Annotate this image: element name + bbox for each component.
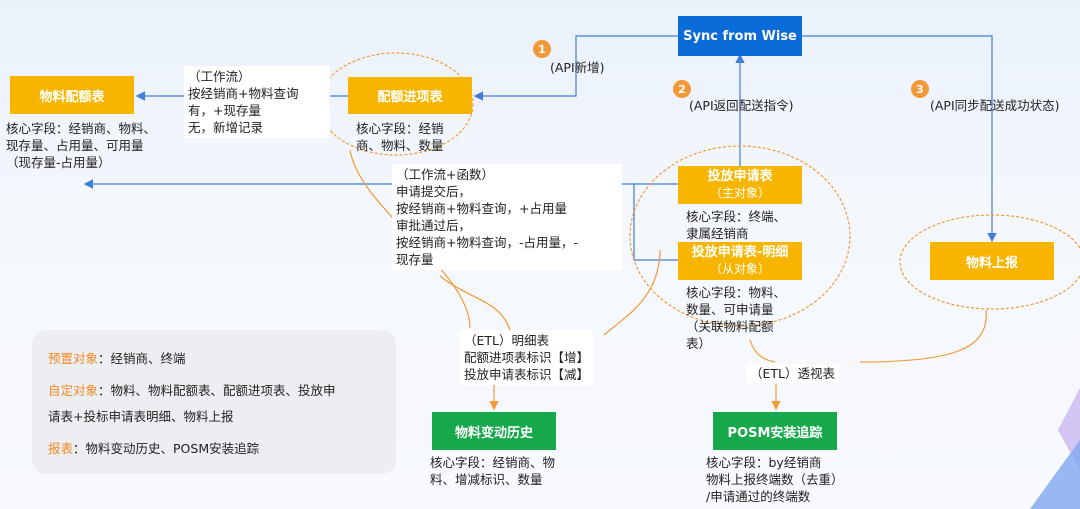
note-history-fields: 核心字段：经销商、物 料、增减标识、数量 bbox=[430, 455, 556, 487]
note-apply-fields: 核心字段：终端、 隶属经销商 bbox=[686, 209, 787, 241]
highlight-ellipse-apply bbox=[629, 145, 851, 327]
note-workflow2: （工作流+函数） 申请提交后， 按经销商+物料查询，+占用量 审批通过后， 按经… bbox=[392, 164, 622, 270]
node-apply-sub: （主对象） bbox=[709, 186, 770, 200]
corner-decoration bbox=[1030, 440, 1080, 509]
step-1-marker: 1 bbox=[533, 40, 551, 58]
node-report: 物料上报 bbox=[930, 242, 1054, 280]
curve-report-to-etl2 bbox=[859, 309, 987, 363]
node-posm: POSM安装追踪 bbox=[713, 412, 837, 450]
legend-panel: 预置对象：经销商、终端 自定对象：物料、物料配额表、配额进项表、投放申 请表+投… bbox=[32, 330, 396, 474]
step-1-label: (API新增) bbox=[550, 60, 605, 75]
arrow-apply-to-quota bbox=[633, 183, 678, 261]
legend-preset-key: 预置对象 bbox=[48, 351, 99, 366]
note-etl1: （ETL）明细表 配额进项表标识【增】 投放申请表标识【减】 bbox=[460, 330, 594, 385]
legend-report-value: ：物料变动历史、POSM安装追踪 bbox=[73, 441, 260, 456]
legend-custom: 自定对象：物料、物料配额表、配额进项表、投放申 bbox=[48, 380, 336, 402]
legend-preset: 预置对象：经销商、终端 bbox=[48, 348, 186, 370]
node-quota-progress: 配额进项表 bbox=[348, 77, 472, 114]
legend-custom-cont: 请表+投标申请表明细、物料上报 bbox=[48, 409, 234, 424]
node-history: 物料变动历史 bbox=[432, 412, 556, 450]
curve-detail-to-etl1 bbox=[603, 249, 661, 336]
curve-detail-to-etl2 bbox=[749, 339, 776, 363]
node-apply-title: 投放申请表 bbox=[707, 169, 773, 184]
step-2-marker: 2 bbox=[673, 80, 691, 98]
legend-custom-key: 自定对象 bbox=[48, 383, 99, 398]
note-detail-fields: 核心字段：物料、 数量、可申请量 （关联物料配额 表） bbox=[686, 285, 787, 351]
legend-preset-value: ：经销商、终端 bbox=[98, 351, 186, 366]
step-3-marker: 3 bbox=[911, 80, 929, 98]
legend-custom-value: ：物料、物料配额表、配额进项表、投放申 bbox=[98, 383, 336, 398]
node-detail-title: 投放申请表-明细 bbox=[691, 245, 789, 260]
node-quota-table: 物料配额表 bbox=[10, 76, 134, 114]
note-workflow1: （工作流） 按经销商+物料查询 有，+现存量 无，新增记录 bbox=[184, 66, 330, 138]
highlight-ellipse-report bbox=[899, 214, 1080, 310]
node-apply-detail: 投放申请表-明细 （从对象） bbox=[678, 242, 802, 280]
note-etl2: （ETL）透视表 bbox=[746, 364, 839, 383]
note-quota-fields: 核心字段：经销商、物料、 现存量、占用量、可用量 （现存量-占用量） bbox=[6, 121, 157, 170]
curve-workflow2-to-etl1 bbox=[439, 275, 511, 331]
note-posm-fields: 核心字段：by经销商 物料上报终端数（去重） /申请通过的终端数 bbox=[706, 455, 844, 504]
step-2-label: (API返回配送指令) bbox=[689, 98, 794, 113]
node-detail-sub: （从对象） bbox=[709, 262, 770, 276]
step-3-label: (API同步配送成功状态) bbox=[930, 98, 1060, 113]
arrow-sync-to-report bbox=[802, 35, 997, 243]
legend-report: 报表：物料变动历史、POSM安装追踪 bbox=[48, 438, 259, 460]
node-sync: Sync from Wise bbox=[678, 16, 802, 56]
note-progress-fields: 核心字段：经销 商、物料、数量 bbox=[356, 121, 444, 153]
legend-report-key: 报表 bbox=[48, 441, 74, 456]
arrow-sync-to-progress bbox=[473, 35, 678, 101]
node-apply: 投放申请表 （主对象） bbox=[678, 166, 802, 204]
